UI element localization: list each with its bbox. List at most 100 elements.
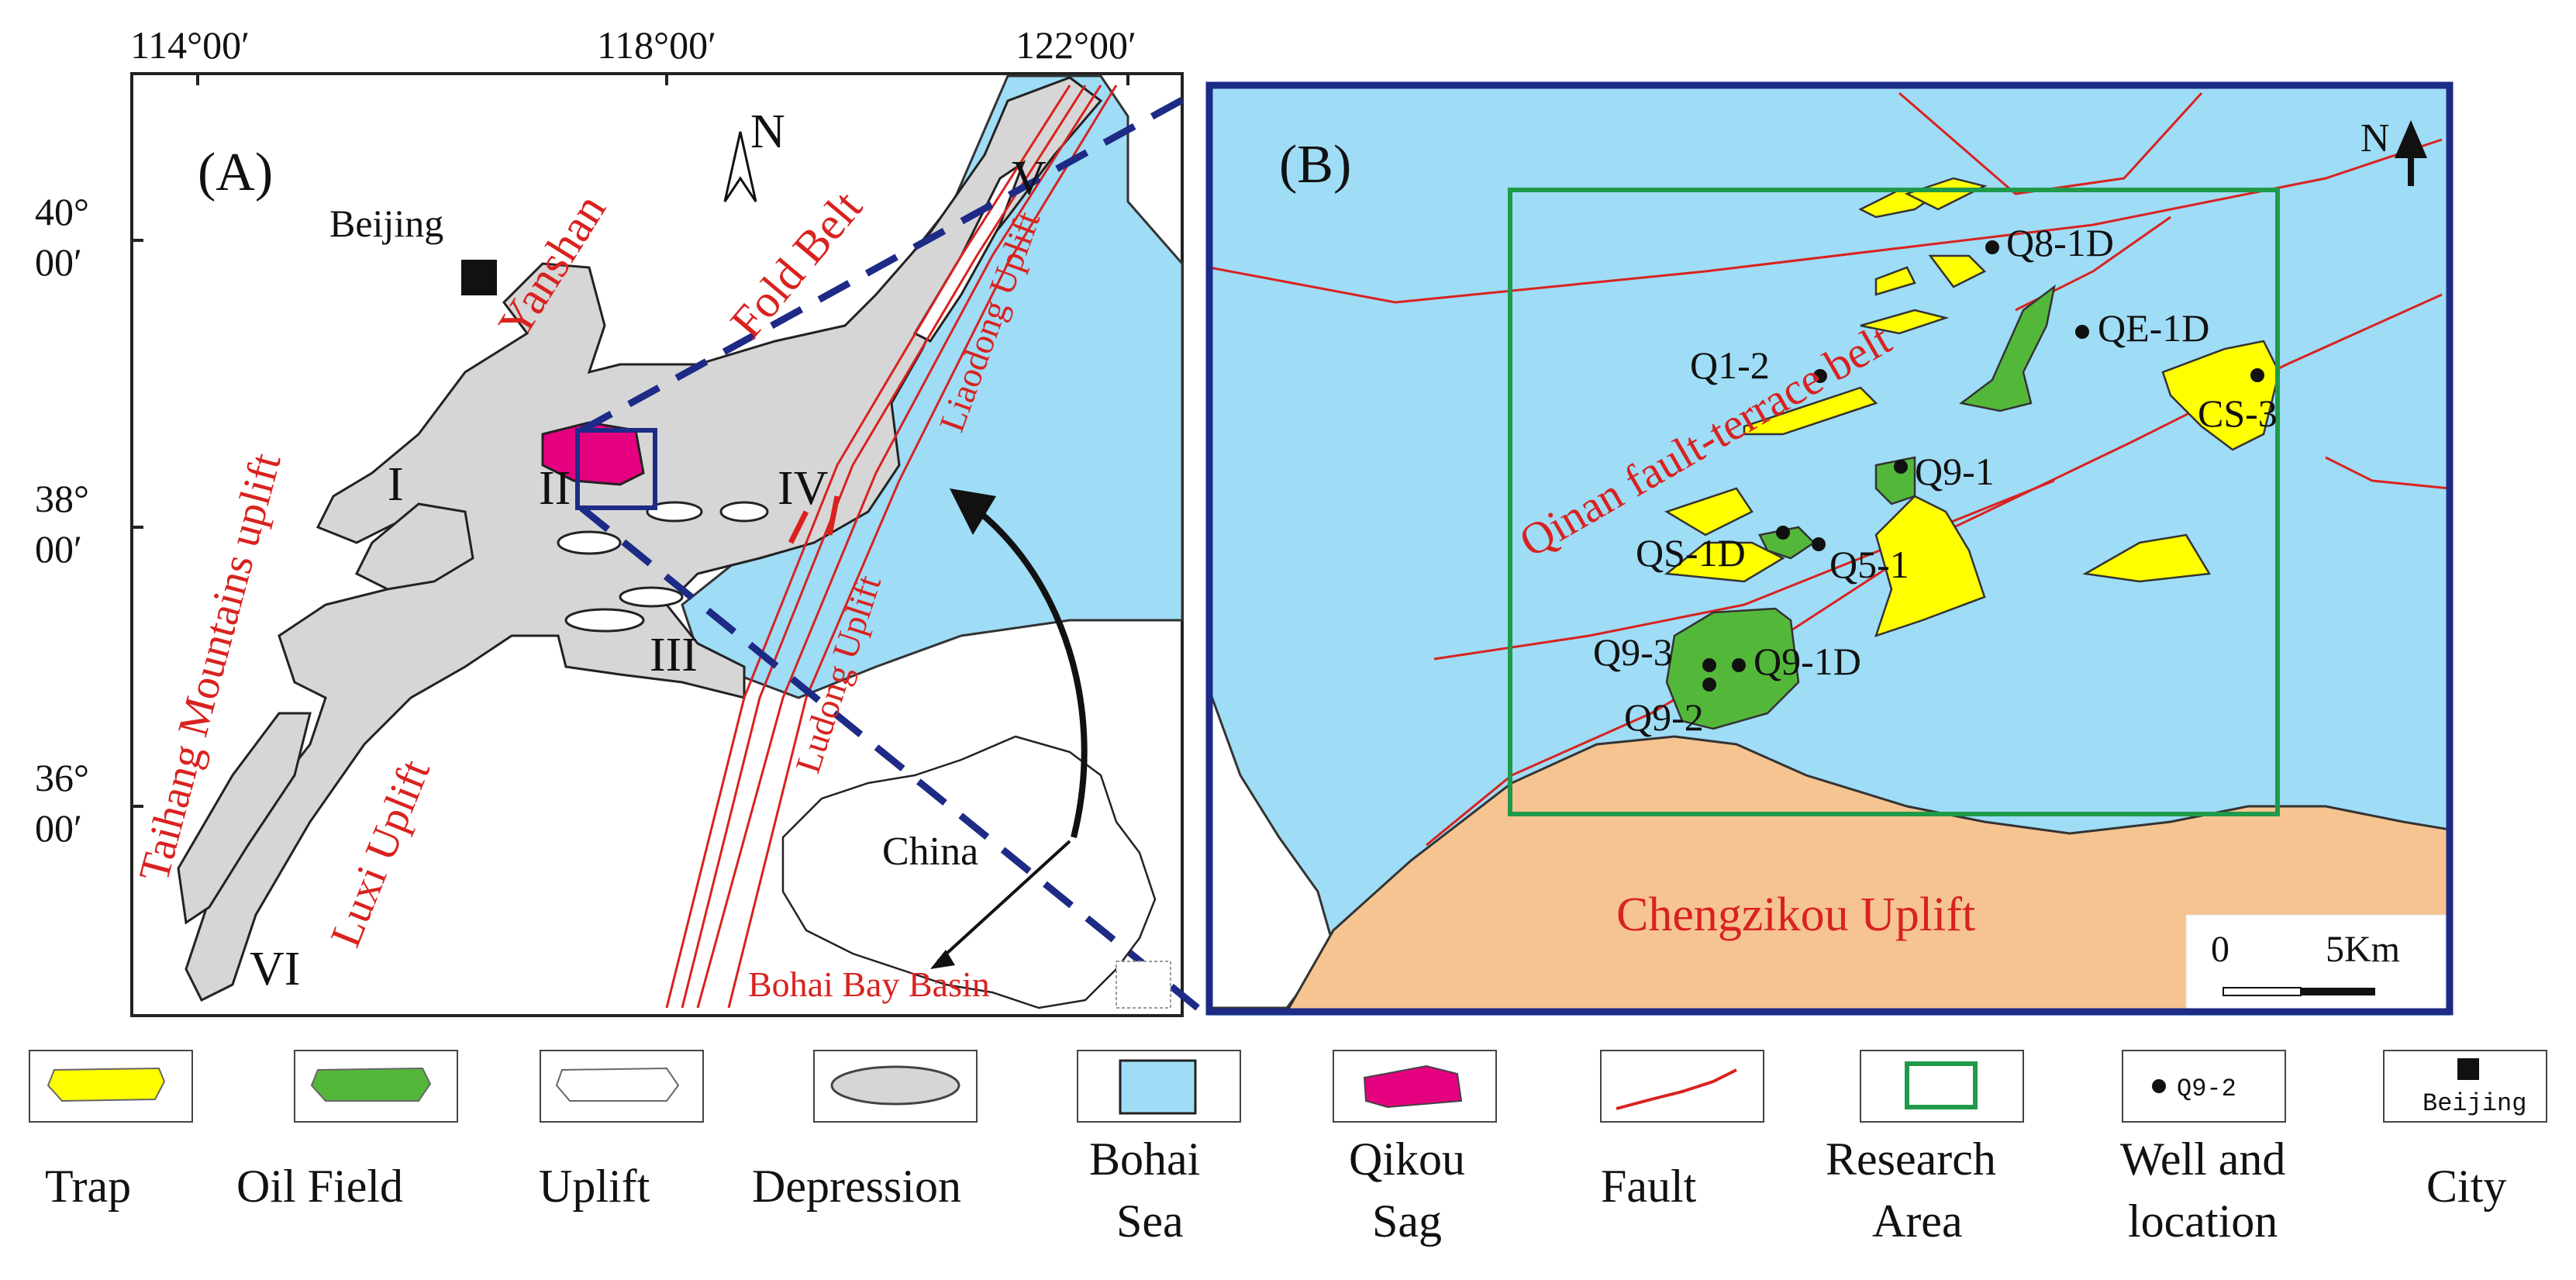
- china-label: China: [882, 830, 978, 874]
- well-point: [1776, 526, 1790, 540]
- legend-label-uplift: Uplift: [539, 1161, 650, 1212]
- lat-tick-deg: 36°: [35, 756, 89, 799]
- trap: [1664, 487, 1754, 536]
- lon-tick-label: 118°00′: [597, 23, 716, 67]
- research-box-a: [575, 428, 657, 510]
- legend-swatch-oil: [310, 1067, 432, 1102]
- well-label: Q9-2: [1624, 695, 1704, 739]
- fault-lines: [665, 85, 1118, 1009]
- lon-tick-label: 114°00′: [130, 23, 250, 67]
- panel-a-map: N Beijing (A) China Yanshan Fold Belt Ta…: [35, 23, 1200, 1017]
- scale-bar-white: [2223, 987, 2302, 996]
- legend-box-well: [2122, 1050, 2286, 1123]
- depression-label: I: [388, 458, 404, 511]
- well-point: [1894, 460, 1908, 474]
- well-label: Q5-1: [1829, 543, 1909, 586]
- legend-swatch-city: [2457, 1058, 2479, 1080]
- legend-label-research-line2: Area: [1872, 1195, 1963, 1247]
- china-inset-outline: [781, 735, 1157, 1009]
- lon-tick-label: 122°00′: [1016, 23, 1136, 67]
- legend-swatch-sag: [1363, 1064, 1463, 1109]
- uplift-island: [619, 586, 684, 608]
- depression-label: V: [1012, 152, 1047, 205]
- connector-bottom: [579, 505, 1200, 1011]
- trap: [1874, 495, 1986, 637]
- well-point: [1812, 537, 1826, 551]
- well-point: [2075, 325, 2089, 339]
- trap: [1743, 386, 1878, 436]
- depression-label: VI: [250, 943, 300, 995]
- legend-label-oil: Oil Field: [236, 1161, 403, 1212]
- depression-label: II: [539, 462, 571, 515]
- well-point: [2250, 368, 2264, 382]
- north-arrow-b: [2394, 119, 2428, 186]
- legend-box-research: [1860, 1050, 2024, 1123]
- legend-label-city: City: [2426, 1161, 2506, 1212]
- legend-well-sample: Q9-2: [2177, 1075, 2236, 1103]
- trap: [2161, 340, 2281, 451]
- axis-ticks-a: [132, 74, 1129, 808]
- curved-arrow-head: [950, 488, 996, 535]
- well-label: Q9-1D: [1754, 640, 1861, 683]
- uplift-island: [719, 501, 769, 523]
- trap: [1928, 254, 1987, 288]
- trap: [2082, 533, 2212, 583]
- uplift-island: [564, 608, 645, 633]
- scale-end: 5Km: [2326, 929, 2400, 970]
- legend-label-sag-line1: Qikou: [1349, 1133, 1465, 1185]
- panel-b-map: Q8-1D QE-1D Q1-2 CS-3 Q9-1 QS-1D Q5-1 Q9…: [1205, 81, 2454, 1016]
- legend-label-research-line1: Research: [1826, 1133, 1996, 1185]
- depression-main: [184, 76, 1103, 1002]
- connector-top: [579, 88, 1200, 433]
- legend-city-sample: Beijing: [2423, 1089, 2526, 1118]
- panel-b-label: (B): [1279, 135, 1351, 195]
- well-label: Q9-1: [1915, 450, 1995, 493]
- well-label: QE-1D: [2098, 306, 2209, 350]
- depression-southwest: [177, 712, 312, 925]
- oil-field: [1665, 607, 1800, 730]
- legend-swatch-uplift: [555, 1067, 680, 1102]
- lat-tick-min: 00′: [35, 527, 82, 571]
- legend-swatch-trap: [47, 1067, 166, 1102]
- well-label: Q1-2: [1690, 343, 1770, 387]
- north-arrow-a: [723, 131, 757, 202]
- depression-label: IV: [778, 462, 829, 515]
- well-point: [1702, 678, 1716, 692]
- legend-swatch-fault: [1616, 1068, 1737, 1110]
- lat-tick-min: 00′: [35, 240, 82, 284]
- trap-polygons: [1664, 177, 2281, 637]
- legend-label-depression: Depression: [752, 1161, 961, 1212]
- north-label-a: N: [750, 105, 785, 158]
- well-point: [1813, 369, 1827, 383]
- well-label: CS-3: [2198, 392, 2278, 435]
- well-point: [1702, 658, 1716, 672]
- uplift-island: [557, 530, 622, 555]
- fault-arrow: [788, 495, 840, 544]
- left-coast-uplift: [1208, 689, 1335, 1009]
- depression-west: [354, 502, 474, 591]
- well-label: Q8-1D: [2006, 221, 2114, 264]
- well-markers: [1702, 240, 2264, 692]
- legend-label-sag-line2: Sag: [1372, 1195, 1442, 1247]
- north-label-b: N: [2360, 116, 2390, 160]
- research-area-b: [1508, 188, 2280, 816]
- chengzikou-label: Chengzikou Uplift: [1616, 888, 1975, 941]
- trap: [1904, 177, 1988, 211]
- legend-label-well-line2: location: [2128, 1195, 2278, 1247]
- uplift-island: [646, 501, 703, 523]
- legend: Q9-2 Beijing Trap Oil Field Uplift Depre…: [29, 1050, 2547, 1247]
- well-label: QS-1D: [1636, 531, 1746, 574]
- legend-label-trap: Trap: [45, 1161, 131, 1212]
- beijing-label: Beijing: [329, 202, 443, 245]
- lat-tick-deg: 38°: [35, 477, 89, 520]
- panel-b-frame: [1205, 81, 2454, 1016]
- bohai-bay-basin-label: Bohai Bay Basin: [748, 964, 990, 1004]
- well-point: [1732, 658, 1746, 672]
- depression-label: III: [650, 629, 698, 681]
- south-china-sea-inset: [1116, 961, 1171, 1009]
- beijing-city-marker: [461, 260, 497, 295]
- oil-field: [1758, 526, 1816, 560]
- legend-label-fault: Fault: [1601, 1161, 1697, 1212]
- legend-swatch-well: [2152, 1079, 2166, 1093]
- inset-pointer-head: [930, 950, 955, 969]
